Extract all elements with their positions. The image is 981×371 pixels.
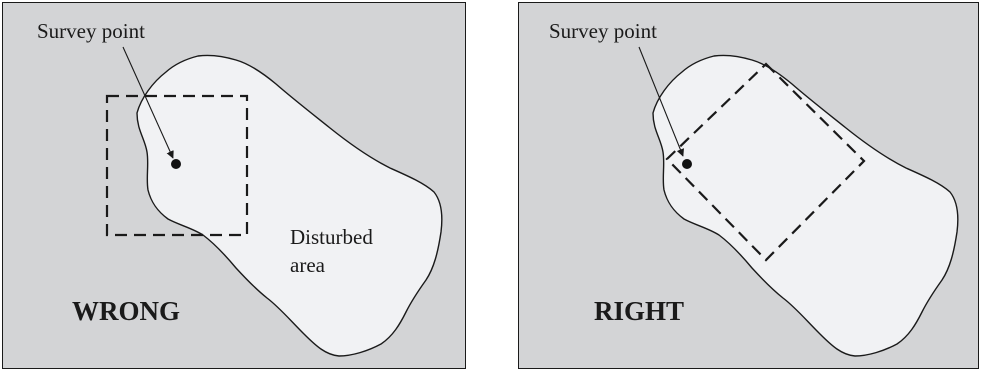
verdict-wrong: WRONG <box>72 296 180 326</box>
disturbed-area-label-line1: Disturbed <box>290 225 373 249</box>
verdict-right: RIGHT <box>594 296 684 326</box>
panel-right: Survey point RIGHT <box>518 2 979 369</box>
survey-point-label-right: Survey point <box>549 19 657 43</box>
survey-point-dot-right <box>682 159 692 169</box>
survey-point-dot-wrong <box>171 159 181 169</box>
quadrat-frame-right <box>665 62 866 262</box>
disturbed-area-label-line2: area <box>290 253 326 277</box>
panel-wrong: Survey point Disturbed area WRONG <box>2 2 466 369</box>
pointer-arrow-wrong <box>122 46 174 159</box>
disturbed-area-wrong <box>136 54 443 357</box>
disturbed-area-right <box>652 54 959 357</box>
survey-point-label-wrong: Survey point <box>37 19 145 43</box>
pointer-arrow-right <box>638 46 684 157</box>
quadrat-frame-wrong <box>105 94 249 237</box>
